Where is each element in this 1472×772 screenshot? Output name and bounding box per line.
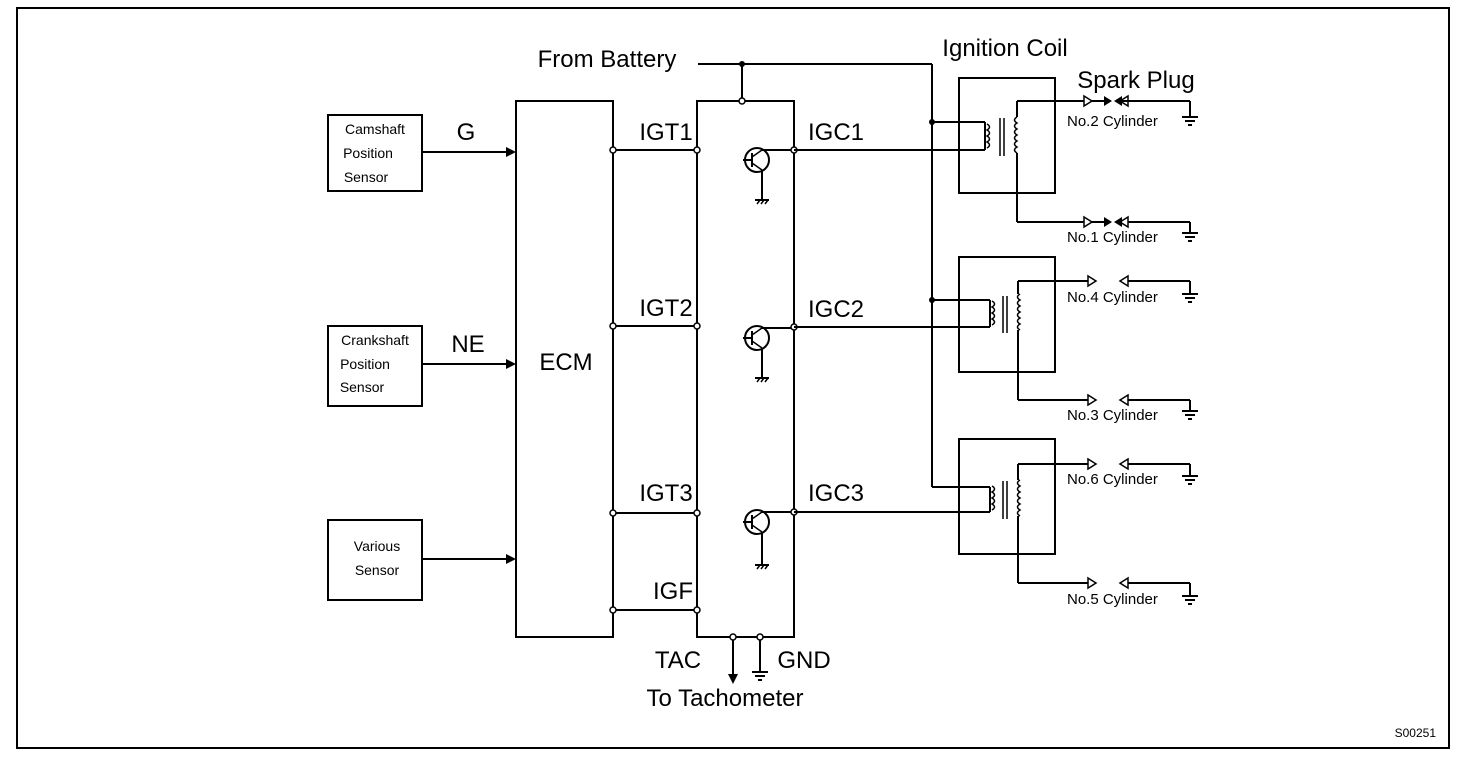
igc1-label: IGC1 [808,119,864,146]
spark-plug-no2 [1017,94,1198,126]
figure-code: S00251 [1395,726,1437,740]
cylinder-no5-label: No.5 Cylinder [1067,591,1158,608]
ignition-coil-label: Ignition Coil [942,35,1067,62]
gnd-label: GND [777,647,830,674]
crankshaft-label-line1: Crankshaft [341,332,409,348]
g-signal-label: G [457,119,476,146]
transistor-1 [743,147,794,205]
from-battery-label: From Battery [538,46,677,73]
spark-plug-no1 [1017,215,1198,242]
igc2-label: IGC2 [808,296,864,323]
transistor-3 [743,509,794,570]
camshaft-label-line2: Position [343,145,393,161]
camshaft-sensor-box: Camshaft Position Sensor [327,114,423,192]
ecm-label: ECM [539,349,592,376]
cylinder-no6-label: No.6 Cylinder [1067,471,1158,488]
spark-plug-no3 [1018,393,1198,420]
cylinder-no4-label: No.4 Cylinder [1067,289,1158,306]
diagram-frame [16,7,1450,749]
camshaft-label-line3: Sensor [344,169,389,185]
spark-plug-no6 [1018,457,1198,485]
igc-lines [790,146,990,516]
ignition-coil-3 [958,438,1056,583]
to-tachometer-label: To Tachometer [647,685,804,712]
spark-plug-label: Spark Plug [1077,67,1194,94]
spark-plug-no4 [1018,274,1198,303]
igc3-label: IGC3 [808,480,864,507]
ignition-coil-2 [958,256,1056,400]
various-label-line1: Various [354,538,400,554]
ecm-box [515,100,614,638]
igt3-label: IGT3 [639,480,692,507]
igt2-label: IGT2 [639,295,692,322]
tac-gnd-terminals [728,633,768,684]
ignition-coil-1 [958,77,1056,222]
igt1-label: IGT1 [639,119,692,146]
crankshaft-label-line3: Sensor [340,379,385,395]
cylinder-no3-label: No.3 Cylinder [1067,407,1158,424]
cylinder-no2-label: No.2 Cylinder [1067,113,1158,130]
ecm-igniter-lines [609,146,701,614]
tac-label: TAC [655,647,701,674]
spark-plug-no5 [1018,576,1198,605]
battery-line [698,61,990,488]
various-sensor-box: Various Sensor [327,519,423,601]
crankshaft-label-line2: Position [340,356,390,372]
transistor-2 [743,325,794,383]
igniter-box [696,100,795,638]
ne-signal-label: NE [451,331,484,358]
cylinder-no1-label: No.1 Cylinder [1067,229,1158,246]
igf-label: IGF [653,578,693,605]
crankshaft-sensor-box: Crankshaft Position Sensor [327,325,423,407]
various-label-line2: Sensor [355,562,400,578]
camshaft-label-line1: Camshaft [345,121,405,137]
sensor-signal-lines [422,147,516,564]
